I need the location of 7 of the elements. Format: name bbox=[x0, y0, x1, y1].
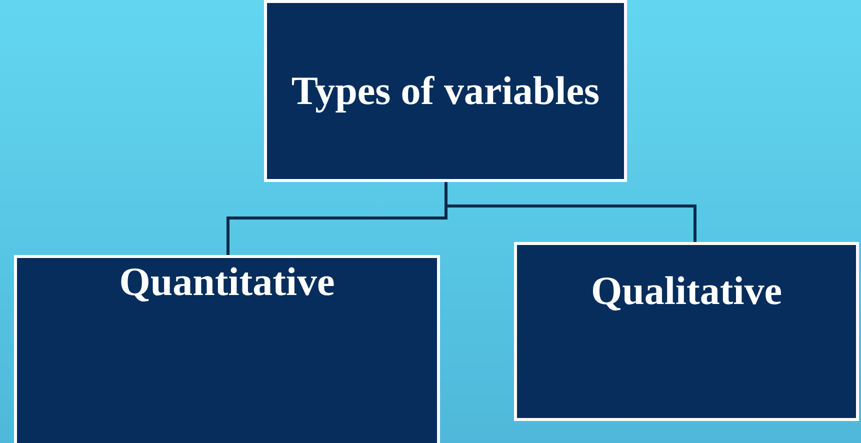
box-title: Quantitative bbox=[119, 260, 335, 304]
category-box bbox=[514, 242, 859, 421]
box-title: Qualitative bbox=[590, 269, 782, 313]
connector-line bbox=[444, 182, 696, 242]
category-box bbox=[264, 0, 627, 182]
box-title: Types of variables bbox=[291, 69, 600, 113]
category-box bbox=[14, 255, 440, 443]
